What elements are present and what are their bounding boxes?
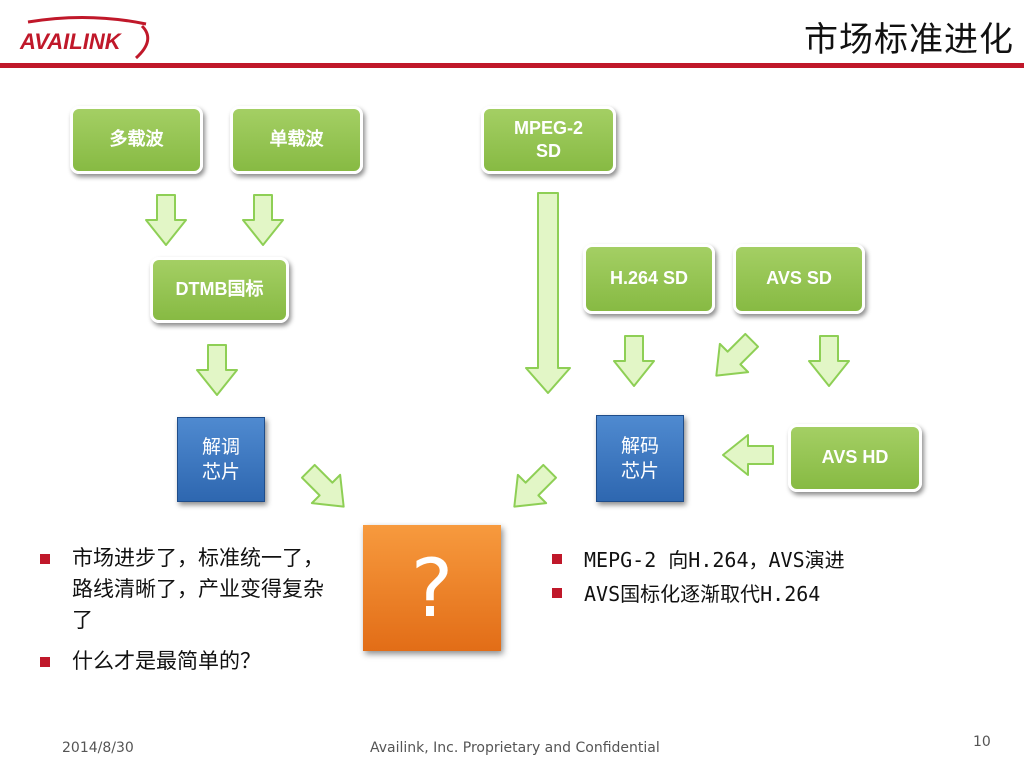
bullet-square-icon <box>552 554 562 564</box>
left-bullet-list: 市场进步了，标准统一了，路线清晰了，产业变得复杂了 什么才是最简单的？ <box>36 543 336 687</box>
question-box: ? <box>363 525 501 651</box>
box-avs-sd: AVS SD <box>733 244 865 314</box>
footer-date: 2014/8/30 <box>62 740 134 756</box>
arrow-avssd-to-decode <box>701 325 767 391</box>
arrow-single-to-dtmb <box>242 194 284 246</box>
box-dtmb: DTMB国标 <box>150 257 289 323</box>
arrow-dtmb-to-demod <box>196 344 238 396</box>
arrow-avshd-to-decode <box>722 434 774 476</box>
bullet-square-icon <box>552 588 562 598</box>
box-h264-sd: H.264 SD <box>583 244 715 314</box>
box-single-carrier: 单载波 <box>230 106 363 174</box>
arrow-multi-to-dtmb <box>145 194 187 246</box>
list-item: 什么才是最简单的？ <box>36 646 336 677</box>
list-item: 市场进步了，标准统一了，路线清晰了，产业变得复杂了 <box>36 543 336 636</box>
right-bullet-list: MEPG-2 向H.264，AVS演进 AVS国标化逐渐取代H.264 <box>548 543 1008 611</box>
list-item: AVS国标化逐渐取代H.264 <box>548 577 1008 611</box>
arrow-mpeg2-to-decode <box>525 192 571 394</box>
arrow-h264-to-decode <box>613 335 655 387</box>
box-multi-carrier: 多载波 <box>70 106 203 174</box>
arrow-decode-to-question <box>499 456 565 522</box>
question-mark: ? <box>410 541 454 635</box>
slide-title: 市场标准进化 <box>804 20 1014 60</box>
box-avs-hd: AVS HD <box>788 424 922 492</box>
logo-text: AVAILINK <box>19 29 123 54</box>
bullet-square-icon <box>40 554 50 564</box>
box-mpeg2-sd: MPEG-2 SD <box>481 106 616 174</box>
list-item: MEPG-2 向H.264，AVS演进 <box>548 543 1008 577</box>
arrow-demod-to-question <box>293 456 359 522</box>
availink-logo: AVAILINK <box>19 15 150 60</box>
box-demod-chip: 解调 芯片 <box>177 417 265 502</box>
box-decode-chip: 解码 芯片 <box>596 415 684 502</box>
footer-confidential: Availink, Inc. Proprietary and Confident… <box>370 740 660 756</box>
page-number: 10 <box>973 734 991 750</box>
title-divider <box>0 63 1024 68</box>
arrow-avssd-down <box>808 335 850 387</box>
bullet-square-icon <box>40 657 50 667</box>
